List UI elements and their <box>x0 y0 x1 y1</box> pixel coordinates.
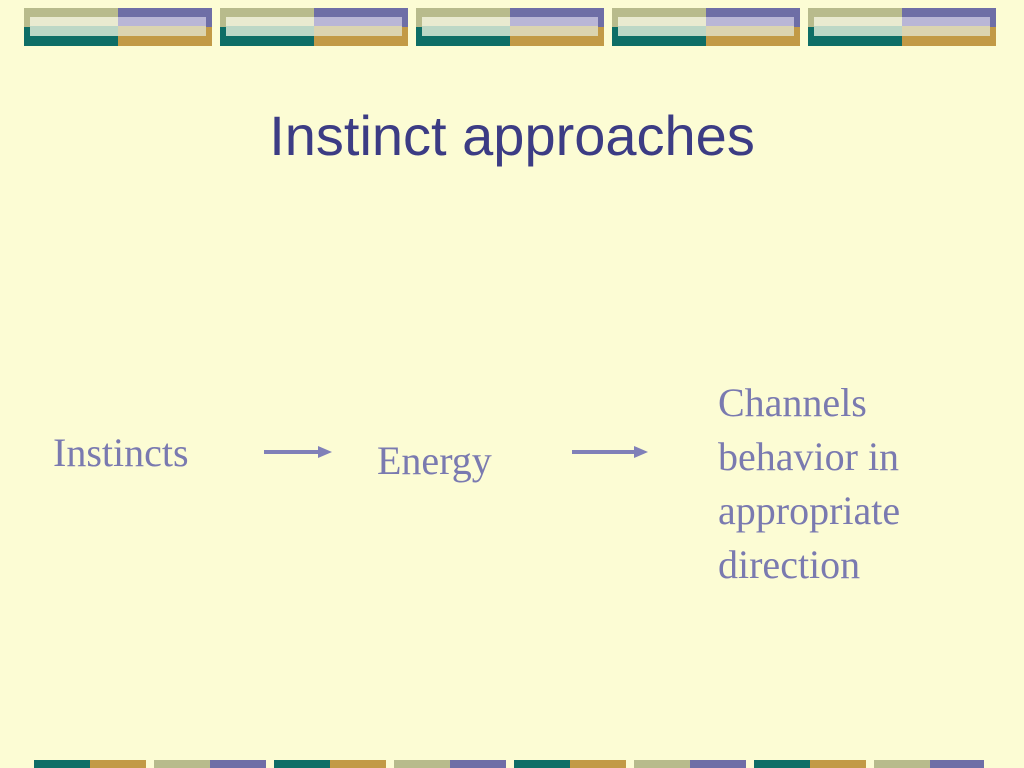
right-arrow-icon <box>264 446 332 458</box>
band-tile <box>612 8 800 46</box>
node-instincts: Instincts <box>53 430 189 475</box>
band-tile <box>416 8 604 46</box>
right-arrow-icon <box>572 446 648 458</box>
band-tile <box>808 8 996 46</box>
node-channels-behavior: Channels behavior in appropriate directi… <box>718 380 901 587</box>
band-tile <box>220 8 408 46</box>
band-tile <box>24 8 212 46</box>
slide-title: Instinct approaches <box>269 104 755 167</box>
bottom-decorative-band <box>34 760 984 768</box>
node-energy: Energy <box>377 438 492 483</box>
top-decorative-band <box>24 8 1000 48</box>
